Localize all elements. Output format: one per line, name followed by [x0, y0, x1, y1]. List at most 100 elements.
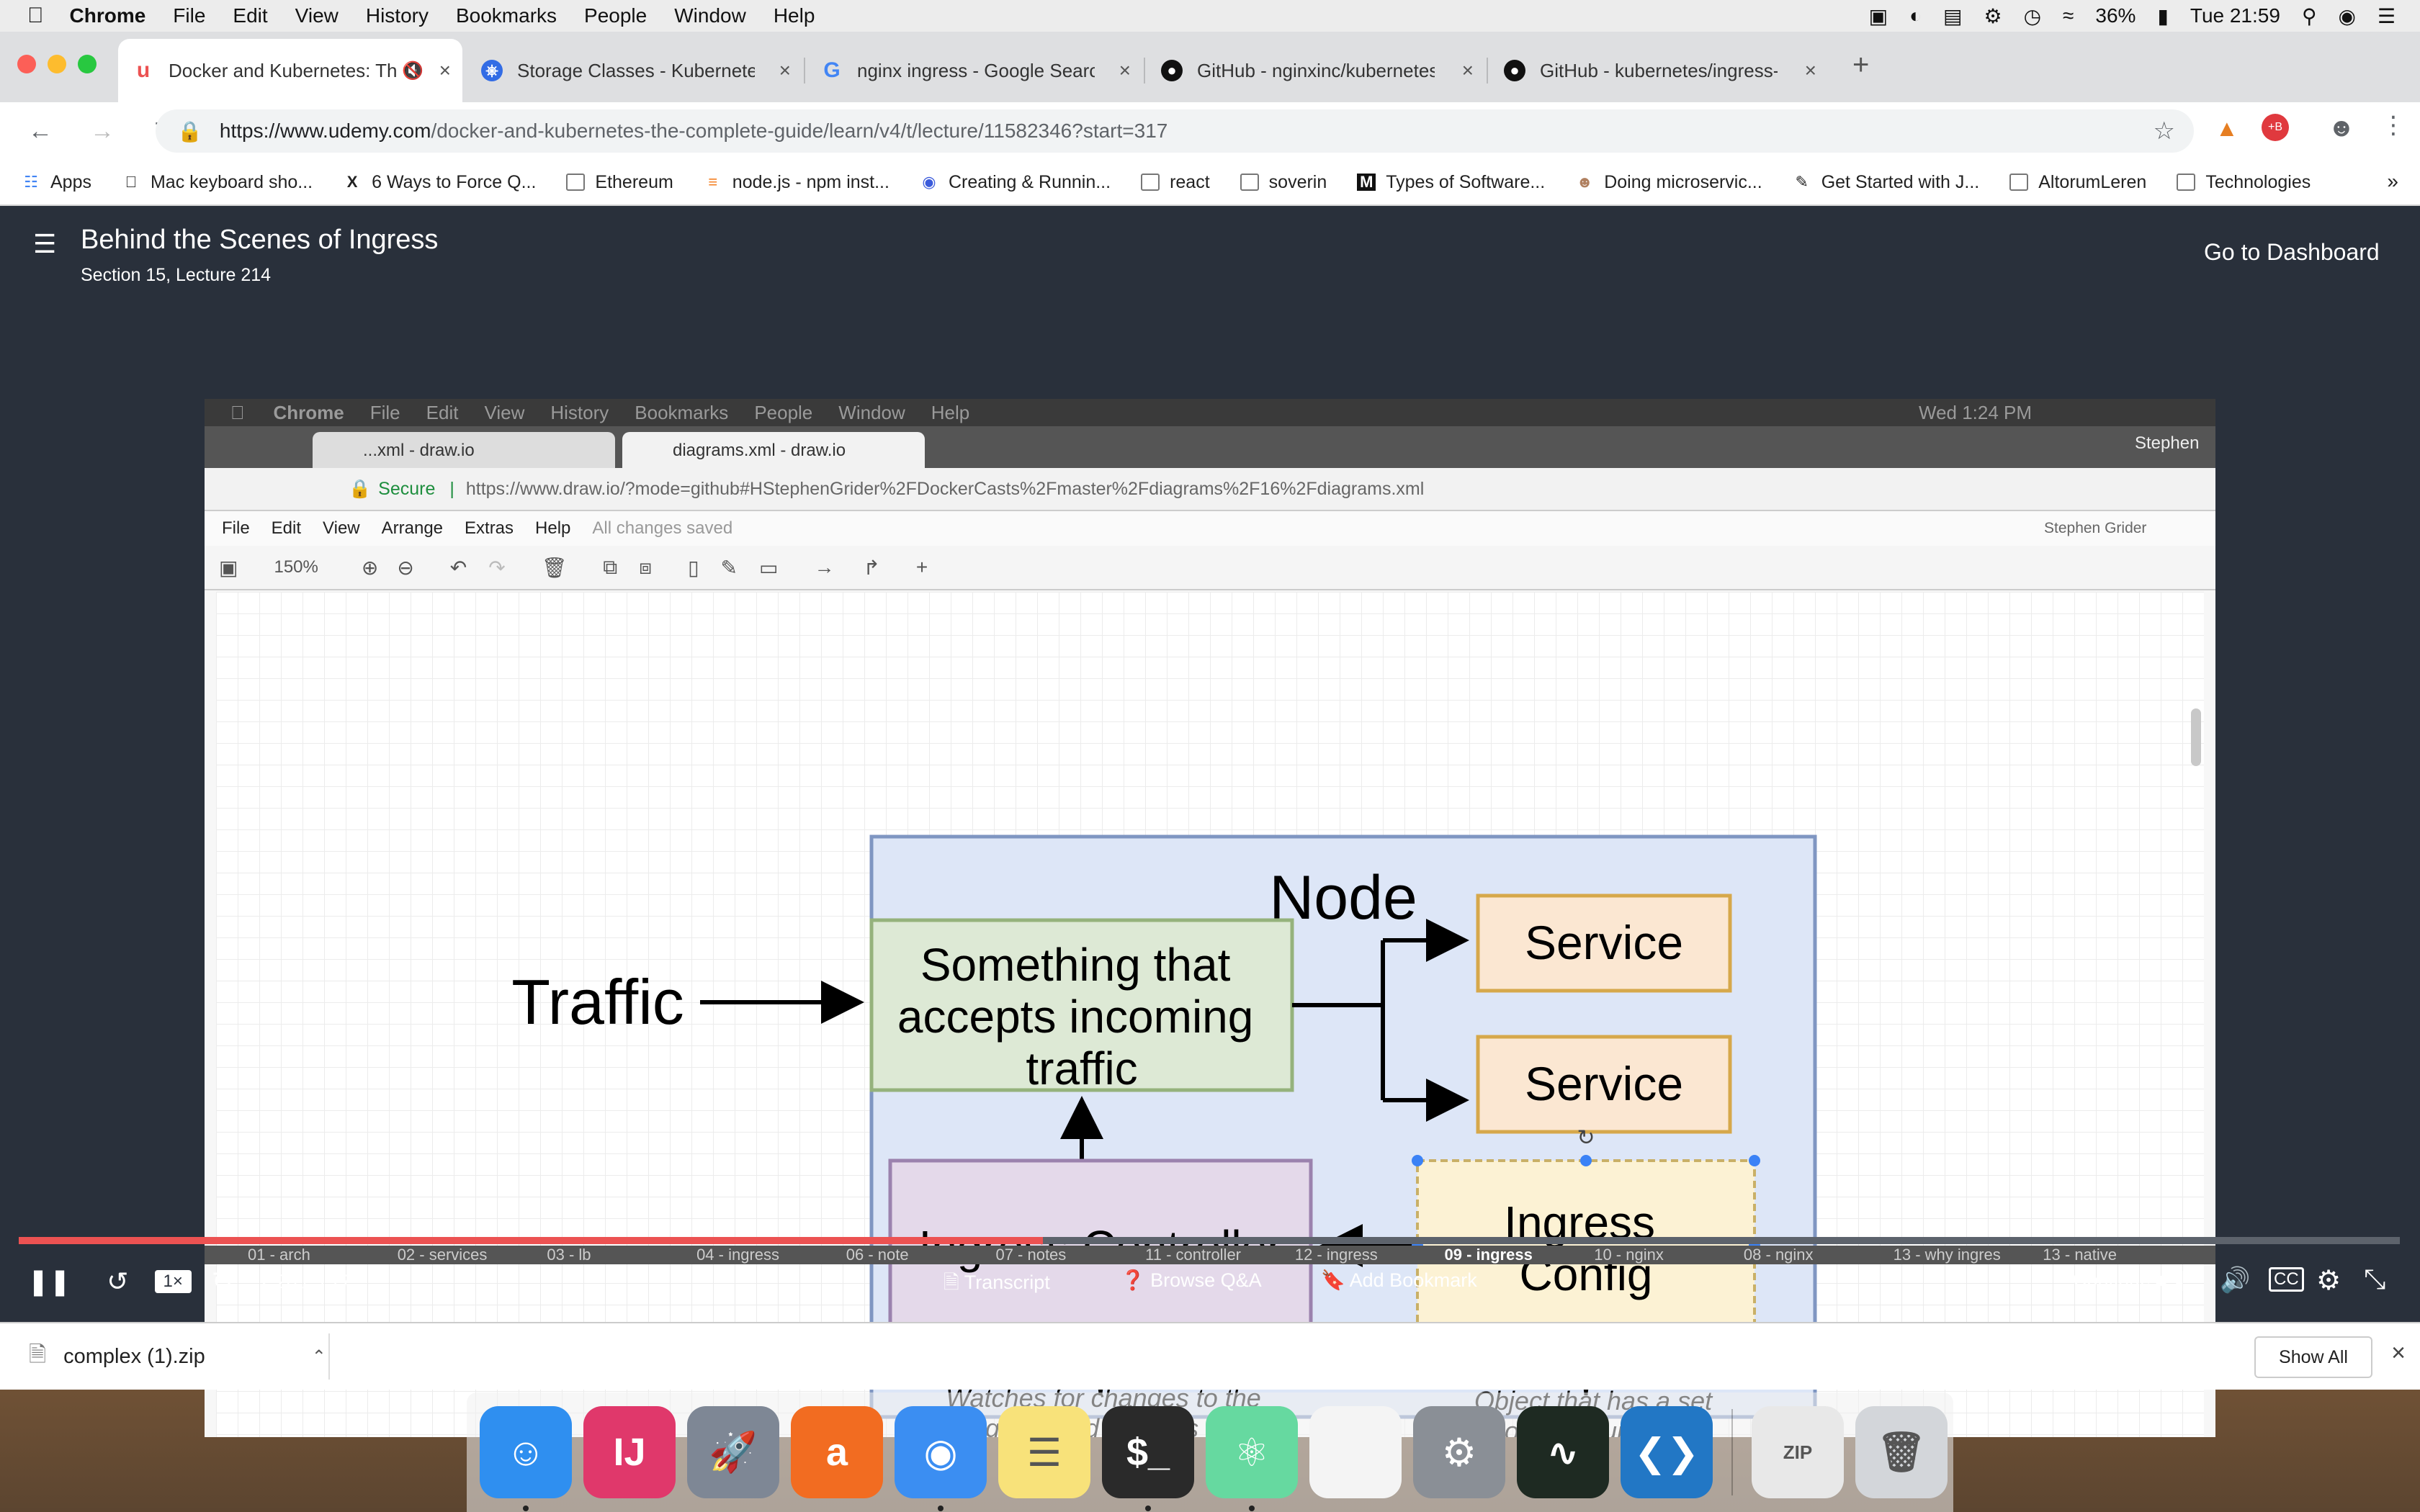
system-preferences-icon[interactable]: ⚙	[1413, 1406, 1505, 1498]
forward-5s-button[interactable]: ↻	[211, 1266, 234, 1296]
spotlight-search-icon[interactable]: ⚲	[2301, 4, 2317, 27]
bookmark-technologies[interactable]: Technologies	[2177, 172, 2311, 193]
zoom-window-button[interactable]	[78, 55, 97, 73]
terminal-icon[interactable]: $_	[1102, 1406, 1194, 1511]
close-tab-icon[interactable]: ×	[779, 59, 791, 81]
close-tab-icon[interactable]: ×	[439, 59, 451, 81]
download-filename[interactable]: complex (1).zip	[63, 1344, 205, 1368]
back-arrow-icon[interactable]: ←	[28, 117, 53, 145]
rewind-5s-button[interactable]: ↺	[107, 1266, 129, 1296]
sync-status-icon[interactable]: ◐	[1909, 4, 1922, 27]
chrome-icon[interactable]: ◉	[895, 1406, 987, 1511]
battery-icon[interactable]: ▮	[2157, 4, 2169, 27]
menu-help[interactable]: Help	[757, 4, 815, 27]
show-all-downloads-button[interactable]: Show All	[2254, 1336, 2372, 1378]
activity-monitor-icon[interactable]: ∿	[1517, 1406, 1609, 1498]
close-tab-icon[interactable]: ×	[1119, 59, 1131, 81]
close-window-button[interactable]	[17, 55, 36, 73]
transcript-button[interactable]: 🗎 Transcript	[944, 1272, 1050, 1293]
video-user-name: Stephen	[2135, 433, 2200, 453]
finder-icon[interactable]: ☺	[480, 1406, 572, 1511]
close-downloads-bar-icon[interactable]: ×	[2391, 1339, 2406, 1367]
volume-icon[interactable]: 🔊	[2220, 1266, 2251, 1294]
menu-app-name[interactable]: Chrome	[53, 4, 146, 27]
bookmarks-overflow-chevron-icon[interactable]: »	[2387, 170, 2398, 192]
add-bookmark-button[interactable]: 🔖 Add Bookmark	[1321, 1269, 1477, 1291]
tab-github-nginxinc[interactable]: ● GitHub - nginxinc/kubernetes- ×	[1147, 39, 1485, 102]
continue-button[interactable]: Continue ▶❚	[2073, 1269, 2187, 1290]
bookmark-star-icon[interactable]: ☆	[2153, 117, 2175, 145]
lecture-subtitle: Section 15, Lecture 214	[81, 265, 272, 285]
menu-bookmarks[interactable]: Bookmarks	[439, 4, 557, 27]
battery-percent[interactable]: 36%	[2095, 4, 2136, 27]
bookmark-mac-keyboard[interactable]: Mac keyboard sho...	[122, 172, 313, 193]
new-tab-plus-icon[interactable]: +	[1852, 49, 1870, 81]
tab-audio-muted-icon[interactable]: 🔇	[402, 60, 424, 81]
more-menu-icon[interactable]: ⋮	[2381, 112, 2406, 139]
docker-status-icon[interactable]: ▣	[1868, 4, 1888, 27]
menu-view[interactable]: View	[279, 4, 339, 27]
vscode-icon[interactable]: ❮❯	[1621, 1406, 1713, 1498]
tab-divider	[1487, 58, 1488, 84]
zip-archive-icon[interactable]: ZIP	[1752, 1406, 1844, 1498]
profile-avatar-icon[interactable]: ☻	[2328, 112, 2355, 142]
atom-icon[interactable]: ⚛	[1206, 1406, 1298, 1511]
settings-gear-icon[interactable]: ⚙	[2316, 1266, 2341, 1296]
gear-status-icon[interactable]: ⚙	[1984, 4, 2002, 27]
drawio-fill-color-icon: ▯	[688, 556, 699, 579]
bookmark-get-started[interactable]: ✎Get Started with J...	[1793, 172, 1979, 193]
bookmark-doing-microservices[interactable]: ☻Doing microservic...	[1576, 171, 1762, 192]
fullscreen-icon[interactable]: ⤡	[2364, 1264, 2386, 1295]
textedit-icon[interactable]	[1309, 1406, 1402, 1498]
menu-file[interactable]: File	[156, 4, 205, 27]
avast-icon[interactable]: a	[791, 1406, 883, 1498]
go-to-dashboard-link[interactable]: Go to Dashboard	[2204, 239, 2380, 265]
video-progress-bar[interactable]	[19, 1237, 2400, 1244]
trash-icon[interactable]: 🗑	[1855, 1406, 1948, 1498]
intellij-icon[interactable]: IJ	[583, 1406, 676, 1498]
minimize-window-button[interactable]	[48, 55, 66, 73]
forward-arrow-icon[interactable]: →	[90, 117, 115, 145]
menu-window[interactable]: Window	[658, 4, 746, 27]
notification-center-icon[interactable]: ☰	[2377, 4, 2396, 27]
tab-github-ingress[interactable]: ● GitHub - kubernetes/ingress-n ×	[1489, 39, 1828, 102]
extension-badge-icon[interactable]: +B	[2262, 114, 2289, 141]
tab-title: nginx ingress - Google Search	[857, 59, 1095, 81]
video-frame[interactable]:  Chrome File Edit View History Bookmark…	[205, 399, 2215, 1437]
tab-google-search[interactable]: G nginx ingress - Google Search ×	[807, 39, 1142, 102]
menu-people[interactable]: People	[568, 4, 647, 27]
bookmark-creating-running[interactable]: ◉Creating & Runnin...	[920, 172, 1111, 193]
metamask-extension-icon[interactable]: ▲	[2215, 115, 2238, 141]
drawio-menu-item: View	[323, 518, 360, 538]
apple-menu-icon[interactable]: 	[27, 4, 44, 28]
bookmark-apps[interactable]: ☷Apps	[22, 172, 91, 193]
address-bar[interactable]: 🔒 https://www.udemy.com/docker-and-kuber…	[156, 109, 2194, 153]
tab-udemy[interactable]: u Docker and Kubernetes: Th 🔇 ×	[118, 39, 462, 102]
menu-clock[interactable]: Tue 21:59	[2190, 4, 2280, 27]
launchpad-icon[interactable]: 🚀	[687, 1406, 779, 1498]
menu-edit[interactable]: Edit	[216, 4, 267, 27]
notes-icon[interactable]: ☰	[998, 1406, 1090, 1498]
bookmark-react[interactable]: react	[1141, 172, 1210, 193]
siri-icon[interactable]: ◉	[2338, 4, 2356, 27]
close-tab-icon[interactable]: ×	[1804, 59, 1816, 81]
close-tab-icon[interactable]: ×	[1461, 59, 1474, 81]
course-content-menu-icon[interactable]: ☰	[33, 229, 57, 258]
download-options-chevron-icon[interactable]: ⌃	[311, 1346, 326, 1367]
tab-storage-classes[interactable]: ⎈ Storage Classes - Kubernetes ×	[467, 39, 802, 102]
bookmark-node-npm[interactable]: ≡node.js - npm inst...	[704, 172, 889, 193]
pause-button[interactable]: ❚❚	[27, 1266, 71, 1296]
lock-icon[interactable]: 🔒	[177, 120, 202, 143]
playback-speed-button[interactable]: 1×	[154, 1270, 192, 1293]
bookmark-altorumleren[interactable]: AltorumLeren	[2009, 172, 2146, 193]
menu-history[interactable]: History	[349, 4, 429, 27]
browse-qa-button[interactable]: ❓ Browse Q&A	[1121, 1269, 1262, 1291]
time-machine-icon[interactable]: ◷	[2023, 4, 2042, 27]
captions-icon[interactable]: CC	[2269, 1267, 2304, 1292]
wifi-icon[interactable]: ≈	[2063, 4, 2074, 27]
drive-status-icon[interactable]: ▤	[1943, 4, 1963, 27]
bookmark-soverin[interactable]: soverin	[1240, 172, 1327, 193]
bookmark-ethereum[interactable]: Ethereum	[566, 172, 673, 193]
